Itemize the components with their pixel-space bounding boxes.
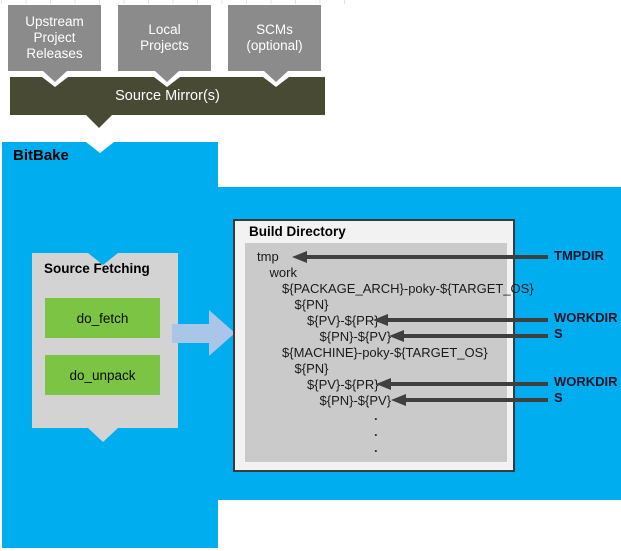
source-fetching-tail: [88, 428, 118, 442]
s-label: S: [554, 390, 563, 405]
mirror-tail: [86, 115, 112, 128]
mirror-notch: [263, 77, 289, 87]
directory-tree-panel: [245, 243, 507, 462]
tmpdir-arrow-head: [292, 251, 307, 263]
tree-entry: tmp: [257, 249, 279, 264]
scms-box: SCMs (optional): [228, 5, 321, 71]
upstream-releases-box: Upstream Project Releases: [8, 5, 101, 71]
connector-tail: [264, 71, 288, 82]
grid-remnant: [1, 0, 347, 4]
do-fetch-task-box: do_fetch: [45, 298, 160, 338]
local-projects-label: Local Projects: [140, 22, 189, 53]
tree-entry: ${PN}-${PV}: [319, 329, 392, 344]
ellipsis-dot: .: [374, 424, 378, 439]
connector-tail: [155, 71, 179, 82]
flow-arrow-head: [209, 310, 235, 356]
workdir-arrow-head: [376, 378, 391, 390]
tree-entry: ${MACHINE}-poky-${TARGET_OS}: [282, 345, 488, 360]
directory-ellipsis: ...: [374, 408, 378, 456]
tree-entry: ${PV}-${PR}: [307, 377, 379, 392]
workdir-arrow-line: [387, 318, 548, 322]
mirror-notch: [154, 77, 180, 87]
workdir-arrow-line: [390, 382, 548, 386]
do-fetch-label: do_fetch: [76, 310, 129, 326]
source-fetching-box: [32, 253, 178, 428]
tmpdir-label: TMPDIR: [554, 248, 604, 263]
local-projects-box: Local Projects: [118, 5, 211, 71]
tree-entry: ${PN}-${PV}: [319, 393, 392, 408]
source-fetching-notch: [88, 253, 118, 265]
s-label: S: [554, 326, 563, 341]
mirror-notch: [42, 77, 68, 87]
tree-entry: ${PN}: [294, 361, 329, 376]
source-fetching-title: Source Fetching: [44, 261, 150, 276]
workdir-label: WORKDIR: [554, 310, 618, 325]
connector-tail: [43, 71, 67, 82]
do-unpack-label: do_unpack: [69, 367, 136, 383]
s-arrow-head: [389, 330, 404, 342]
tree-entry: ${PN}: [294, 297, 329, 312]
bitbake-label: BitBake: [13, 147, 69, 164]
s-arrow-line: [403, 334, 548, 338]
ellipsis-dot: .: [374, 440, 378, 455]
tree-entry: ${PV}-${PR}: [307, 313, 379, 328]
source-mirrors-label: Source Mirror(s): [115, 88, 220, 104]
flow-arrow-shaft: [172, 324, 210, 343]
tmpdir-arrow-line: [306, 255, 548, 259]
workdir-label: WORKDIR: [554, 374, 618, 389]
bitbake-top-notch: [86, 142, 114, 153]
s-arrow-line: [405, 398, 548, 402]
tree-entry: ${PACKAGE_ARCH}-poky-${TARGET_OS}: [282, 281, 534, 296]
build-directory-title: Build Directory: [249, 224, 346, 239]
do-unpack-task-box: do_unpack: [45, 355, 160, 395]
scms-label: SCMs (optional): [246, 22, 303, 53]
workdir-arrow-head: [373, 314, 388, 326]
tree-entry: work: [269, 265, 297, 280]
upstream-releases-label: Upstream Project Releases: [25, 14, 84, 61]
s-arrow-head: [391, 394, 406, 406]
ellipsis-dot: .: [374, 408, 378, 423]
